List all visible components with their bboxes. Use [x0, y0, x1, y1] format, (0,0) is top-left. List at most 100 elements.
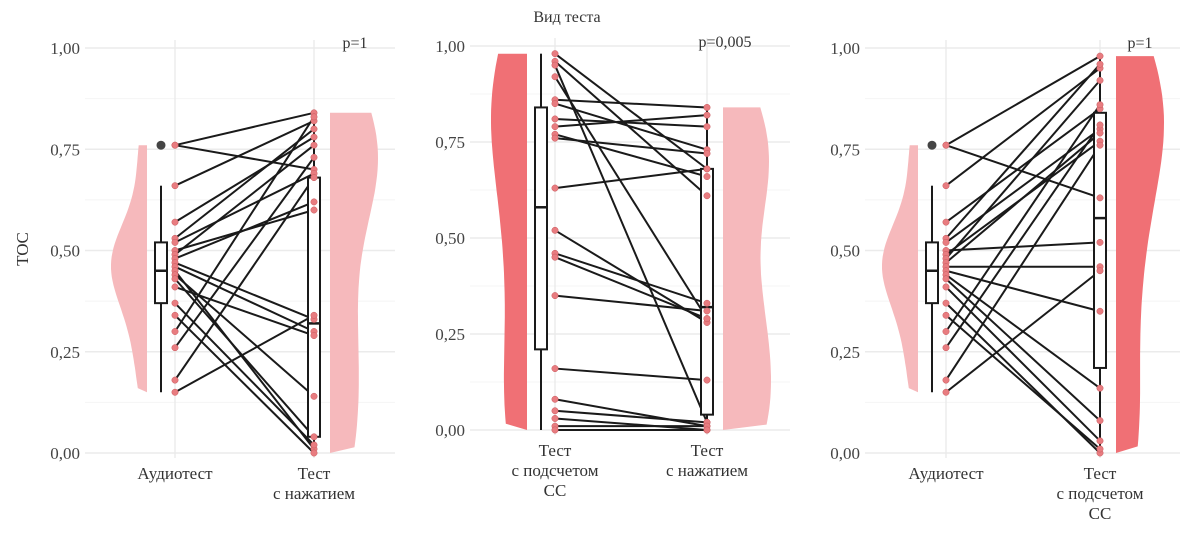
y-tick-label: 0,50 [50, 242, 80, 261]
pair-line [945, 302, 1101, 454]
data-point [551, 123, 559, 131]
data-point [310, 441, 318, 449]
data-point [310, 311, 318, 319]
data-point [310, 449, 318, 457]
data-point [942, 299, 950, 307]
pair-line [174, 177, 315, 381]
pair-line [174, 111, 315, 147]
box-outlier [927, 140, 937, 150]
pair-line [174, 314, 315, 454]
x-category-label: Аудиотест [908, 464, 984, 483]
figure-title: Вид теста [533, 9, 600, 26]
y-tick-label: 0,00 [435, 421, 465, 440]
data-point [171, 182, 179, 190]
pair-line [945, 104, 1101, 333]
pair-line [174, 302, 315, 446]
data-point [551, 100, 559, 108]
pair-line [174, 172, 315, 244]
y-tick-label: 0,25 [50, 343, 80, 362]
x-category-label: с подсчетом [1057, 484, 1144, 503]
density-right [330, 112, 378, 454]
data-point [1096, 267, 1104, 275]
data-point [1096, 307, 1104, 315]
data-point [171, 311, 179, 319]
data-point [1096, 194, 1104, 202]
data-point [942, 388, 950, 396]
data-point [703, 150, 711, 157]
data-point [310, 392, 318, 400]
data-point [171, 344, 179, 352]
data-point [703, 173, 711, 181]
data-point [703, 111, 711, 119]
x-category-label: СС [544, 481, 567, 500]
pair-line [945, 67, 1101, 187]
pair-line [174, 314, 315, 394]
pair-line [554, 367, 708, 382]
pair-line [945, 314, 1101, 450]
pair-line [945, 107, 1101, 223]
box-iqr [925, 241, 939, 305]
data-point [1096, 437, 1104, 445]
pair-line [945, 144, 1101, 381]
data-point [171, 388, 179, 396]
data-point [942, 141, 950, 149]
data-point [942, 275, 950, 283]
data-point [171, 376, 179, 384]
density-left [882, 145, 918, 393]
data-point [942, 283, 950, 291]
data-point [310, 206, 318, 214]
data-point [942, 182, 950, 190]
pair-line [174, 128, 315, 240]
box-outlier [156, 140, 166, 150]
pair-line [945, 63, 1101, 240]
density-left [111, 145, 147, 393]
data-point [1096, 417, 1104, 425]
data-point [551, 226, 559, 234]
p-value-label: p=1 [1127, 35, 1152, 52]
data-point [703, 192, 711, 200]
data-point [551, 365, 559, 373]
pair-line [554, 102, 708, 151]
box-iqr [154, 241, 168, 305]
p-value-label: p=1 [342, 35, 367, 52]
pair-line [554, 294, 708, 312]
data-point [171, 299, 179, 307]
density-right [723, 107, 771, 431]
data-point [1096, 129, 1104, 137]
x-category-label: Тест [691, 441, 724, 460]
data-point [1096, 101, 1104, 109]
y-tick-label: 0,75 [50, 140, 80, 159]
pair-line [945, 241, 1101, 252]
data-point [171, 283, 179, 291]
data-point [551, 426, 559, 434]
data-point [551, 115, 559, 123]
data-point [551, 184, 559, 192]
pair-line [945, 269, 1101, 313]
pair-line [554, 76, 708, 320]
data-point [703, 307, 711, 315]
pair-line [554, 229, 708, 324]
data-point [1096, 141, 1104, 149]
data-point [942, 218, 950, 226]
y-tick-label: 1,00 [50, 39, 80, 58]
data-point [1096, 52, 1104, 60]
x-category-label: СС [1089, 504, 1112, 523]
y-tick-label: 0,25 [435, 325, 465, 344]
pair-line [554, 60, 708, 197]
y-tick-label: 0,00 [830, 444, 860, 463]
y-tick-label: 0,25 [830, 343, 860, 362]
data-point [310, 133, 318, 141]
pair-line [945, 55, 1101, 147]
pair-line [945, 278, 1101, 422]
data-point [171, 141, 179, 149]
data-point [171, 275, 179, 283]
data-point [703, 315, 711, 323]
data-point [551, 50, 559, 58]
data-point [310, 125, 318, 133]
y-tick-label: 1,00 [830, 39, 860, 58]
pair-line [945, 128, 1101, 244]
data-point [703, 123, 711, 131]
